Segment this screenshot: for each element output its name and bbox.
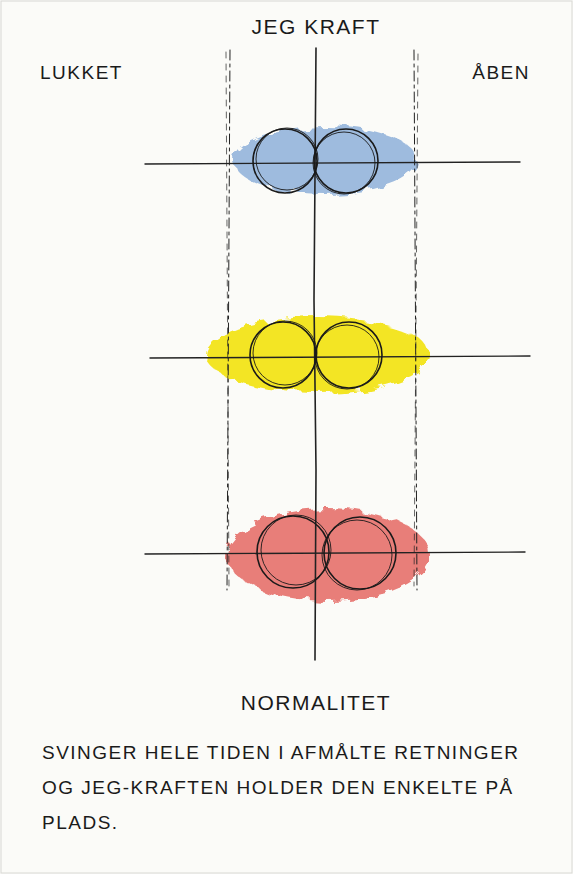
title-label: JEG KRAFT bbox=[251, 14, 380, 39]
side-label: LUKKET bbox=[40, 62, 123, 85]
blue-shading bbox=[233, 126, 417, 194]
circle-pairs bbox=[250, 128, 396, 590]
axis-lines bbox=[145, 48, 530, 660]
yellow-shading bbox=[206, 317, 430, 393]
heading-label: NORMALITET bbox=[241, 690, 391, 715]
side-label: ÅBEN bbox=[472, 62, 530, 85]
note-text: SVINGER HELE TIDEN I AFMÅLTE RETNINGER O… bbox=[42, 735, 522, 840]
red-shading bbox=[226, 509, 430, 601]
